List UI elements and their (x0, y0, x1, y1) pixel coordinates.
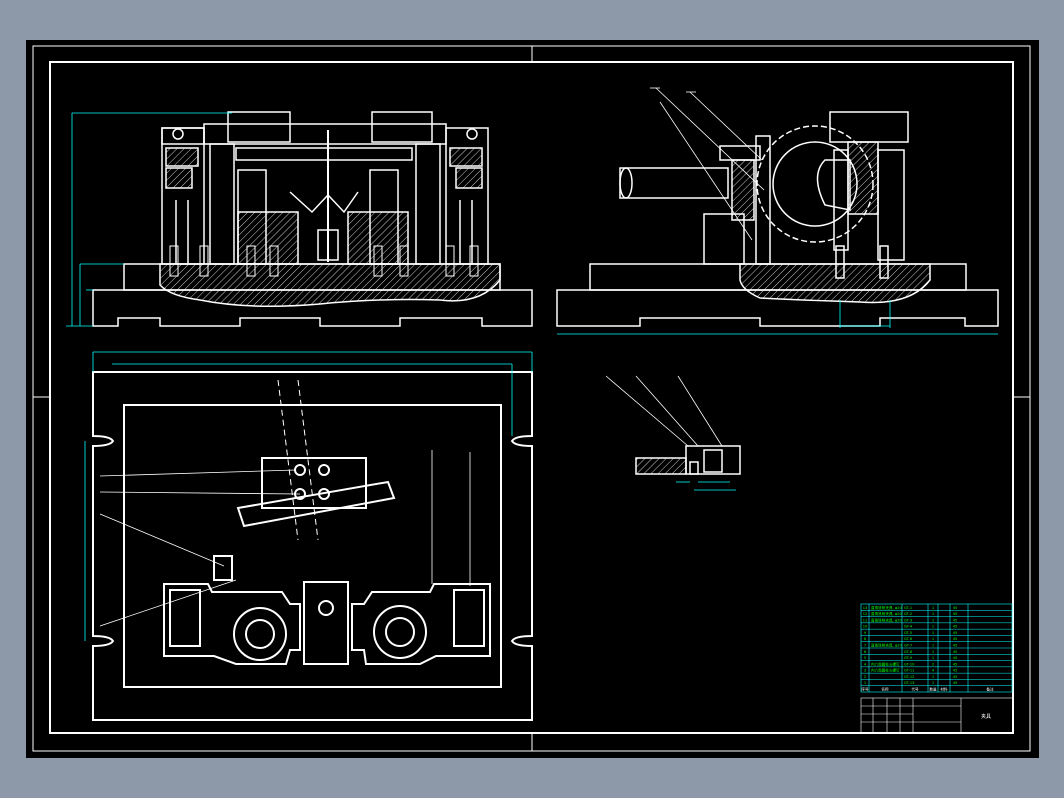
bom-cell-code: GT-8 (904, 650, 913, 654)
bom-cell-qty: 1 (932, 681, 934, 685)
bom-cell-qty: 1 (932, 625, 934, 629)
bom-cell-no: 6 (864, 650, 867, 654)
bom-cell-no: 2 (864, 675, 866, 679)
bom-header-cell: 代号 (911, 687, 919, 692)
bom-cell-no: 1 (864, 681, 866, 685)
bom-cell-qty: 1 (932, 631, 934, 635)
bom-cell-no: 11 (863, 618, 868, 622)
bom-cell-qty: 1 (932, 618, 934, 622)
bom-cell-mat: 45 (953, 612, 958, 616)
bom-header-cell: 备注 (986, 687, 994, 692)
front-view-dimensions (66, 112, 232, 327)
bom-cell-no: 13 (863, 606, 868, 610)
bom-cell-qty: 2 (932, 662, 934, 666)
bom-cell-mat: 45 (953, 656, 958, 660)
bom-cell-no: 12 (863, 612, 868, 616)
side-view-leaders (650, 87, 765, 241)
top-view-dimensions (84, 351, 533, 641)
front-view (92, 111, 533, 327)
bom-header-cell: 数量 (929, 687, 937, 692)
bom-cell-code: GT-5 (904, 631, 912, 635)
bom-cell-qty: 1 (932, 650, 934, 654)
bom-cell-code: GT-10 (904, 662, 915, 666)
bom-cell-qty: 1 (932, 656, 934, 660)
bom-cell-code: GT-1 (904, 606, 912, 610)
bom-header-cell: 材料 (940, 687, 948, 692)
top-view (92, 371, 533, 721)
title-block-label: 夹具 (981, 713, 991, 720)
bom-cell-mat: 45 (953, 650, 958, 654)
bom-cell-name: 内六角圆柱头螺钉 (871, 668, 900, 673)
bom-cell-code: GT-4 (904, 625, 913, 629)
bom-cell-mat: 45 (953, 644, 958, 648)
bom-header-cell: 序号 (861, 687, 869, 692)
bom-cell-qty: 1 (932, 637, 934, 641)
bom-cell-qty: 1 (932, 606, 934, 610)
bom-cell-name: 直角铣削夹具, φ20 (871, 643, 903, 648)
top-view-leaders (99, 450, 471, 627)
bom-cell-name: 直角铣削夹具, φ20 (871, 605, 903, 610)
detail-view (605, 375, 741, 475)
bom-cell-mat: 45 (953, 675, 958, 679)
bom-cell-qty: 1 (932, 675, 934, 679)
bom-cell-no: 8 (864, 637, 867, 641)
bom-cell-name: 内六角圆柱头螺钉 (871, 661, 900, 666)
bom-cell-code: GT-13 (904, 681, 914, 685)
bom-cell-code: GT-6 (904, 637, 913, 641)
bom-cell-no: 9 (864, 631, 867, 635)
bom-cell-name: 直角铣削夹具, φ20 (871, 611, 903, 616)
detail-dimensions (676, 481, 736, 491)
bom-cell-mat: 45 (953, 669, 958, 673)
bom-cell-mat: 45 (953, 606, 958, 610)
bom-cell-no: 10 (863, 625, 868, 629)
bom-cell-mat: 45 (953, 637, 958, 641)
bom-cell-mat: 45 (953, 618, 958, 622)
bom-cell-code: GT-2 (904, 612, 912, 616)
bom-cell-qty: 1 (932, 644, 934, 648)
bom-cell-code: GT-12 (904, 675, 914, 679)
bom-cell-mat: 45 (953, 662, 958, 666)
bom-cell-mat: 45 (953, 625, 958, 629)
bom-header-cell: 名称 (881, 687, 889, 692)
sheet-border (32, 45, 1031, 752)
bom-cell-name: 直角铣削夹具, φ20 (871, 617, 903, 622)
bom-cell-mat: 45 (953, 631, 958, 635)
bom-cell-mat: 45 (953, 681, 958, 685)
bom-cell-qty: 1 (932, 612, 934, 616)
bom-cell-code: GT-9 (904, 656, 913, 660)
bom-cell-no: 4 (864, 662, 867, 666)
bom-cell-code: GT-11 (904, 669, 914, 673)
bom-cell-no: 3 (864, 669, 866, 673)
bom-cell-no: 5 (864, 656, 866, 660)
bom-cell-no: 7 (864, 644, 866, 648)
title-block (860, 697, 1014, 734)
bom-cell-code: GT-7 (904, 644, 912, 648)
bom-cell-qty: 4 (932, 669, 935, 673)
bom-cell-code: GT-3 (904, 618, 912, 622)
side-view-dimensions (557, 300, 998, 335)
